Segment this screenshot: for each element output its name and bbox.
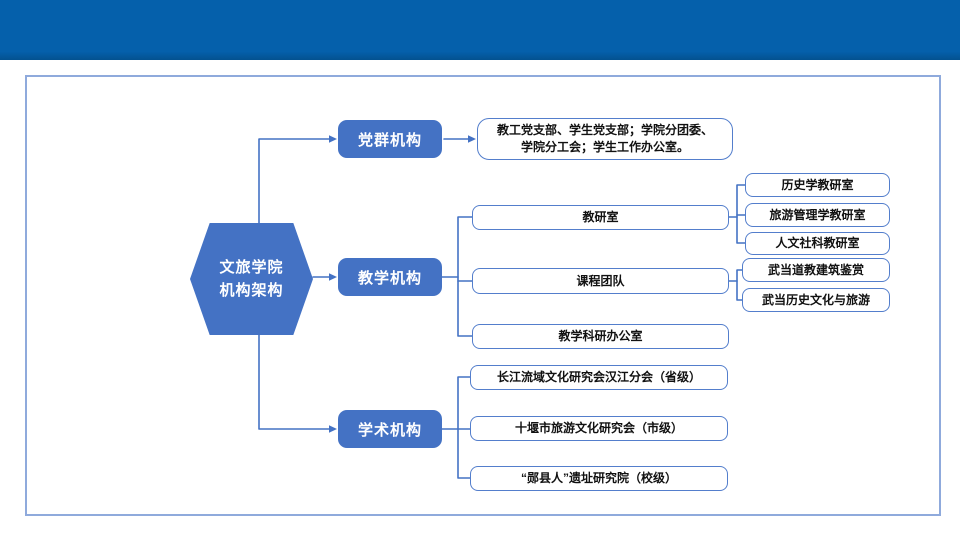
party-detail-line1: 教工党支部、学生党支部；学院分团委、 [496, 123, 713, 138]
branch-academic: 学术机构 [338, 410, 442, 448]
header-bar [0, 0, 960, 60]
node-wudang-architecture: 武当道教建筑鉴赏 [742, 258, 890, 282]
node-shiyan-society: 十堰市旅游文化研究会（市级） [470, 416, 728, 441]
node-yunxian-institute: “郧县人”遗址研究院（校级） [470, 466, 728, 491]
arrowheads [329, 135, 476, 433]
node-yangtze-society: 长江流域文化研究会汉江分会（省级） [470, 365, 728, 390]
node-admin-office: 教学科研办公室 [472, 324, 729, 349]
node-tourism-mgmt-research: 旅游管理学教研室 [745, 203, 890, 227]
branch-teaching: 教学机构 [338, 258, 442, 296]
node-history-research: 历史学教研室 [745, 173, 890, 197]
root-title-line2: 机构架构 [219, 282, 284, 299]
branch-party: 党群机构 [338, 120, 442, 158]
party-detail-line2: 学院分工会；学生工作办公室。 [520, 140, 689, 154]
node-humanities-research: 人文社科教研室 [745, 232, 890, 255]
party-detail-box: 教工党支部、学生党支部；学院分团委、 学院分工会；学生工作办公室。 [477, 118, 733, 160]
node-wudang-history: 武当历史文化与旅游 [742, 288, 890, 312]
root-node-hexagon: 文旅学院 机构架构 [190, 223, 313, 335]
node-research-office: 教研室 [472, 205, 729, 230]
node-course-team: 课程团队 [472, 268, 729, 294]
root-title-line1: 文旅学院 [219, 258, 284, 276]
